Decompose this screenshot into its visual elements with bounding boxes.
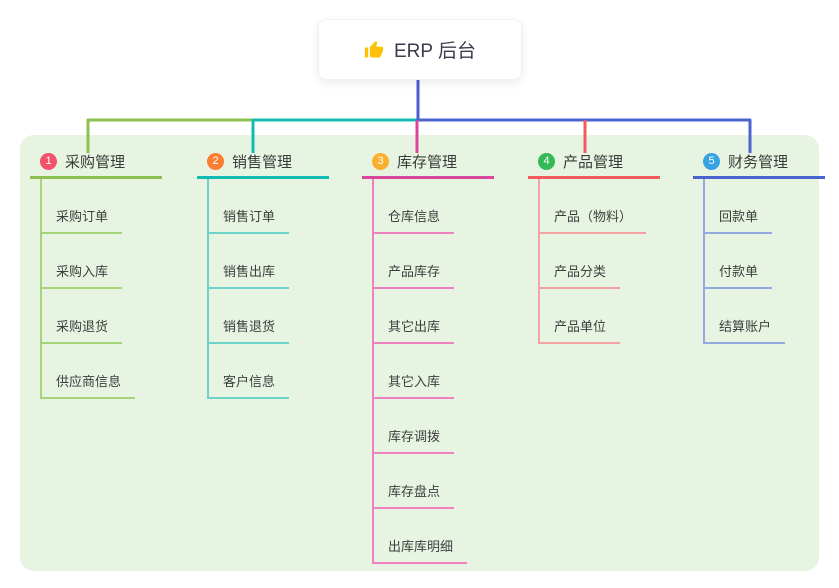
root-title: ERP 后台 bbox=[393, 41, 476, 62]
child-row: 库存调拨 bbox=[362, 399, 494, 454]
branch-label: 采购管理 bbox=[65, 154, 126, 171]
child-connector-line bbox=[207, 179, 209, 399]
child-row: 其它出库 bbox=[362, 289, 494, 344]
branch-label: 产品管理 bbox=[563, 154, 624, 171]
child-node[interactable]: 仓库信息 bbox=[372, 206, 455, 234]
child-node[interactable]: 产品库存 bbox=[372, 261, 455, 289]
branch-label: 财务管理 bbox=[728, 154, 789, 171]
child-node[interactable]: 付款单 bbox=[703, 261, 773, 289]
child-row: 采购退货 bbox=[30, 289, 162, 344]
child-row: 产品库存 bbox=[362, 234, 494, 289]
child-node[interactable]: 客户信息 bbox=[207, 371, 290, 399]
diagram-panel bbox=[20, 135, 819, 571]
child-node[interactable]: 产品分类 bbox=[538, 261, 621, 289]
child-connector-line bbox=[538, 179, 540, 344]
branch-label: 销售管理 bbox=[232, 154, 293, 171]
child-row: 其它入库 bbox=[362, 344, 494, 399]
branch-title[interactable]: 1 采购管理 bbox=[30, 150, 162, 179]
child-node[interactable]: 采购入库 bbox=[40, 261, 123, 289]
child-node[interactable]: 销售订单 bbox=[207, 206, 290, 234]
child-node[interactable]: 出库库明细 bbox=[372, 536, 468, 564]
branch-label: 库存管理 bbox=[397, 154, 458, 171]
branch-5: 5 财务管理回款单付款单结算账户 bbox=[693, 150, 825, 344]
branch-4: 4 产品管理产品（物料） 产品分类产品单位 bbox=[528, 150, 660, 344]
branch-number-badge: 3 bbox=[372, 153, 389, 170]
child-row: 客户信息 bbox=[197, 344, 329, 399]
child-node[interactable]: 库存调拨 bbox=[372, 426, 455, 454]
child-node[interactable]: 销售出库 bbox=[207, 261, 290, 289]
branch-number-badge: 1 bbox=[40, 153, 57, 170]
branch-children: 回款单付款单结算账户 bbox=[693, 179, 825, 344]
child-connector-line bbox=[703, 179, 705, 344]
branch-3: 3 库存管理仓库信息产品库存其它出库其它入库库存调拨库存盘点出库库明细 bbox=[362, 150, 494, 564]
child-node[interactable]: 产品单位 bbox=[538, 316, 621, 344]
child-row: 销售退货 bbox=[197, 289, 329, 344]
child-connector-line bbox=[40, 179, 42, 399]
branch-number-badge: 5 bbox=[703, 153, 720, 170]
child-row: 产品分类 bbox=[528, 234, 660, 289]
branch-number-badge: 2 bbox=[207, 153, 224, 170]
child-node[interactable]: 结算账户 bbox=[703, 316, 786, 344]
child-row: 库存盘点 bbox=[362, 454, 494, 509]
child-row: 销售出库 bbox=[197, 234, 329, 289]
branch-number-badge: 4 bbox=[538, 153, 555, 170]
branch-children: 仓库信息产品库存其它出库其它入库库存调拨库存盘点出库库明细 bbox=[362, 179, 494, 564]
child-row: 仓库信息 bbox=[362, 179, 494, 234]
child-row: 产品单位 bbox=[528, 289, 660, 344]
child-row: 采购入库 bbox=[30, 234, 162, 289]
child-node[interactable]: 其它出库 bbox=[372, 316, 455, 344]
child-row: 付款单 bbox=[693, 234, 825, 289]
branch-title[interactable]: 2 销售管理 bbox=[197, 150, 329, 179]
child-node[interactable]: 产品（物料） bbox=[538, 206, 647, 234]
child-node[interactable]: 销售退货 bbox=[207, 316, 290, 344]
branch-1: 1 采购管理采购订单采购入库采购退货供应商信息 bbox=[30, 150, 162, 399]
child-node[interactable]: 库存盘点 bbox=[372, 481, 455, 509]
child-row: 销售订单 bbox=[197, 179, 329, 234]
branch-children: 采购订单采购入库采购退货供应商信息 bbox=[30, 179, 162, 399]
child-node[interactable]: 采购退货 bbox=[40, 316, 123, 344]
branch-title[interactable]: 4 产品管理 bbox=[528, 150, 660, 179]
child-node[interactable]: 供应商信息 bbox=[40, 371, 136, 399]
child-row: 结算账户 bbox=[693, 289, 825, 344]
child-row: 产品（物料） bbox=[528, 179, 660, 234]
branch-children: 产品（物料） 产品分类产品单位 bbox=[528, 179, 660, 344]
branch-2: 2 销售管理销售订单销售出库销售退货客户信息 bbox=[197, 150, 329, 399]
child-row: 采购订单 bbox=[30, 179, 162, 234]
root-node[interactable]: ERP 后台 bbox=[318, 19, 522, 80]
branch-title[interactable]: 5 财务管理 bbox=[693, 150, 825, 179]
branch-children: 销售订单销售出库销售退货客户信息 bbox=[197, 179, 329, 399]
child-node[interactable]: 其它入库 bbox=[372, 371, 455, 399]
child-node[interactable]: 回款单 bbox=[703, 206, 773, 234]
branch-title[interactable]: 3 库存管理 bbox=[362, 150, 494, 179]
child-row: 供应商信息 bbox=[30, 344, 162, 399]
child-row: 回款单 bbox=[693, 179, 825, 234]
child-connector-line bbox=[372, 179, 374, 564]
thumbs-up-icon bbox=[364, 40, 384, 60]
child-node[interactable]: 采购订单 bbox=[40, 206, 123, 234]
child-row: 出库库明细 bbox=[362, 509, 494, 564]
